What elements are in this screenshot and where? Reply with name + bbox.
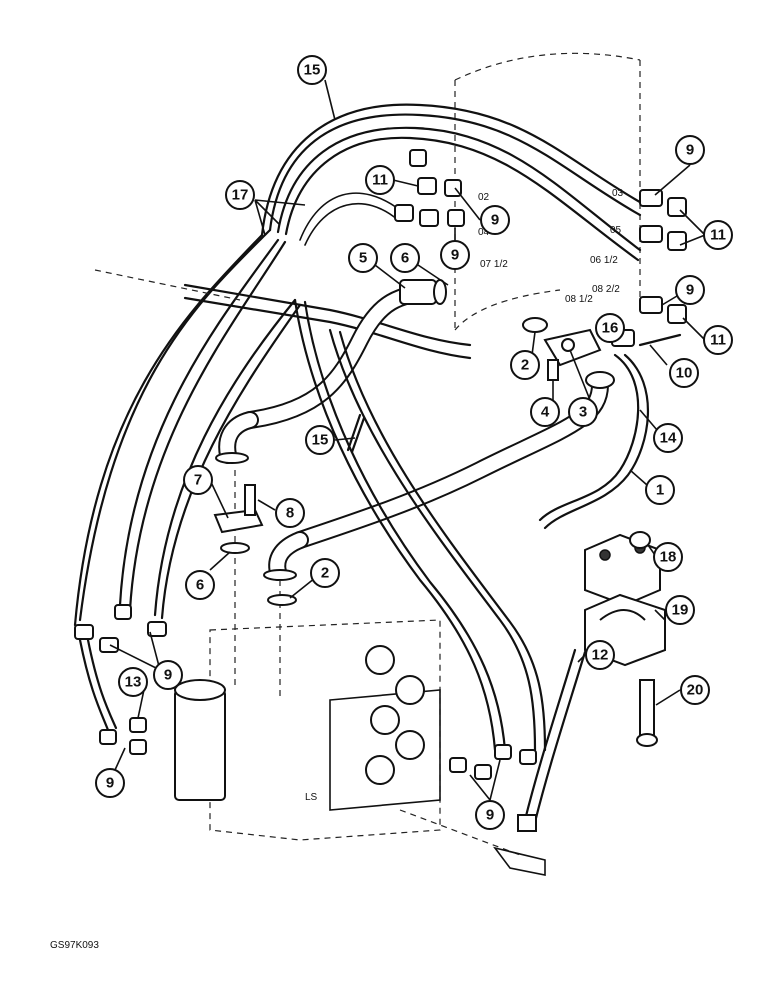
callout-3: 3 [568, 397, 598, 427]
callout-5: 5 [348, 243, 378, 273]
svg-text:9: 9 [686, 142, 694, 159]
svg-text:9: 9 [451, 247, 459, 264]
callout-2b: 2 [310, 558, 340, 588]
svg-text:20: 20 [687, 682, 704, 699]
callout-15b: 15 [305, 425, 335, 455]
lower-valve-fittings [399, 744, 546, 876]
svg-text:11: 11 [710, 227, 726, 244]
svg-text:17: 17 [232, 187, 249, 204]
svg-text:10: 10 [676, 365, 693, 382]
callout-7: 7 [183, 465, 213, 495]
large-hose-5 [215, 279, 447, 464]
svg-text:19: 19 [672, 602, 689, 619]
callout-9b: 9 [440, 240, 470, 270]
svg-text:6: 6 [196, 577, 204, 594]
svg-text:9: 9 [486, 807, 494, 824]
callout-13: 13 [118, 667, 148, 697]
callout-9d: 9 [675, 275, 705, 305]
svg-text:2: 2 [321, 565, 329, 582]
leader-lines [109, 79, 706, 801]
port-label-02: 02 [478, 192, 490, 203]
callout-4: 4 [530, 397, 560, 427]
port-label-ls: LS [305, 792, 318, 803]
svg-text:8: 8 [286, 505, 294, 522]
svg-text:12: 12 [592, 647, 609, 664]
callout-20: 20 [680, 675, 710, 705]
callout-14: 14 [653, 423, 683, 453]
port-label-08b: 08 2/2 [592, 284, 620, 295]
callout-18: 18 [653, 542, 683, 572]
svg-text:9: 9 [686, 282, 694, 299]
callout-16: 16 [595, 313, 625, 343]
lower-hose-bundle [293, 298, 547, 752]
callout-2a: 2 [510, 350, 540, 380]
tank-outline [454, 52, 641, 331]
svg-text:11: 11 [372, 172, 388, 189]
right-fittings [611, 189, 687, 347]
svg-text:3: 3 [579, 404, 587, 421]
callout-12: 12 [585, 640, 615, 670]
callout-11c: 11 [703, 325, 733, 355]
svg-text:13: 13 [125, 674, 142, 691]
svg-text:2: 2 [521, 357, 529, 374]
callout-11b: 11 [703, 220, 733, 250]
svg-text:9: 9 [106, 775, 114, 792]
svg-text:15: 15 [304, 62, 321, 79]
clamp-assembly [584, 531, 666, 747]
port-labels: 03 02 04 05 07 1/2 06 1/2 08 1/2 08 2/2 … [305, 188, 624, 803]
svg-text:5: 5 [359, 250, 367, 267]
svg-text:18: 18 [660, 549, 677, 566]
svg-text:14: 14 [660, 430, 677, 447]
port-label-07: 07 1/2 [480, 259, 508, 270]
callout-8: 8 [275, 498, 305, 528]
port-label-05: 05 [610, 225, 622, 236]
svg-text:7: 7 [194, 472, 202, 489]
callout-9c: 9 [675, 135, 705, 165]
callout-15a: 15 [297, 55, 327, 85]
callout-19: 19 [665, 595, 695, 625]
callout-9g: 9 [475, 800, 505, 830]
svg-text:16: 16 [602, 320, 619, 337]
port-label-04: 04 [478, 227, 490, 238]
callout-9a: 9 [480, 205, 510, 235]
svg-text:15: 15 [312, 432, 329, 449]
svg-text:9: 9 [491, 212, 499, 229]
lower-left-fittings [74, 604, 167, 755]
hose-14 [538, 353, 650, 530]
left-hose-bundle [73, 228, 302, 732]
callout-6b: 6 [185, 570, 215, 600]
control-valve-block [174, 470, 441, 841]
callout-9f: 9 [95, 768, 125, 798]
hose-12 [517, 648, 587, 832]
figure-code: GS97K093 [50, 940, 99, 951]
callout-6a: 6 [390, 243, 420, 273]
svg-text:11: 11 [710, 332, 726, 349]
port-label-03: 03 [612, 188, 624, 199]
callout-17: 17 [225, 180, 255, 210]
svg-text:1: 1 [656, 482, 664, 499]
rod-left [94, 269, 472, 360]
callout-1: 1 [645, 475, 675, 505]
port-label-08a: 08 1/2 [565, 294, 593, 305]
svg-text:4: 4 [541, 404, 550, 421]
callout-9e: 9 [153, 660, 183, 690]
callout-10: 10 [669, 358, 699, 388]
svg-text:9: 9 [164, 667, 172, 684]
svg-text:6: 6 [401, 250, 409, 267]
port-label-06: 06 1/2 [590, 255, 618, 266]
callout-11a: 11 [365, 165, 395, 195]
tie-strap [346, 413, 366, 454]
upper-hose-bundle [260, 103, 647, 262]
upper-fittings [394, 149, 465, 227]
